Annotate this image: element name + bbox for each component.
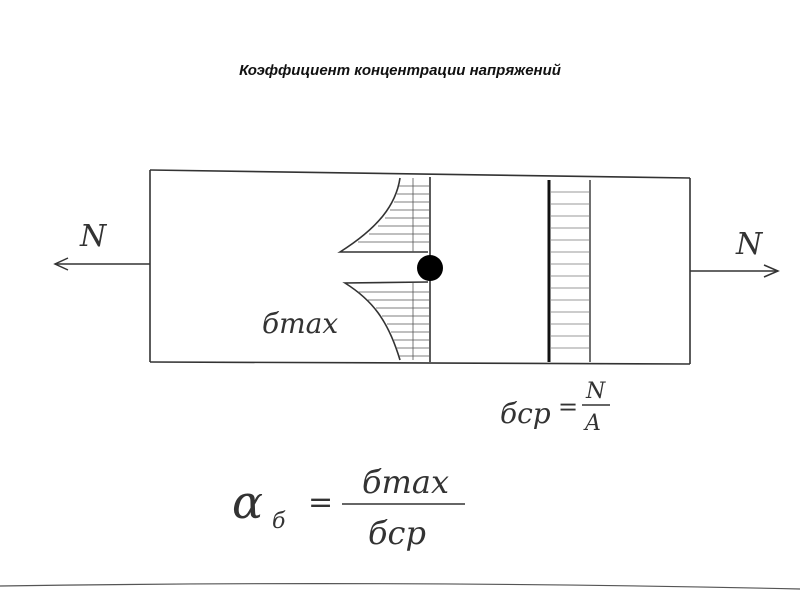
force-label-right: N: [735, 227, 764, 262]
upper-stress-distribution: [337, 177, 429, 253]
average-stress-formula: бср = N A: [500, 379, 610, 436]
formula-equals: =: [308, 485, 333, 520]
concentration-factor-formula: α б = бmax бср: [232, 463, 465, 552]
avg-stress-lhs: бср: [500, 397, 551, 430]
hole-marker: [417, 255, 443, 281]
avg-stress-equals: =: [558, 393, 578, 421]
left-force-arrow: [53, 257, 150, 271]
formula-denominator: бср: [368, 514, 426, 552]
alpha-symbol: α: [232, 475, 263, 529]
lower-stress-distribution: [342, 281, 429, 361]
right-force-arrow: [690, 264, 780, 278]
uniform-stress-distribution: [547, 180, 591, 362]
page-bottom-edge: [0, 583, 800, 590]
sigma-max-label: бmax: [262, 307, 338, 340]
formula-numerator: бmax: [362, 463, 449, 501]
avg-stress-numerator: N: [585, 379, 606, 404]
page-title: Коэффициент концентрации напряжений: [239, 62, 561, 79]
avg-stress-denominator: A: [583, 411, 601, 436]
force-label-left: N: [79, 219, 108, 254]
alpha-subscript: б: [272, 509, 286, 534]
